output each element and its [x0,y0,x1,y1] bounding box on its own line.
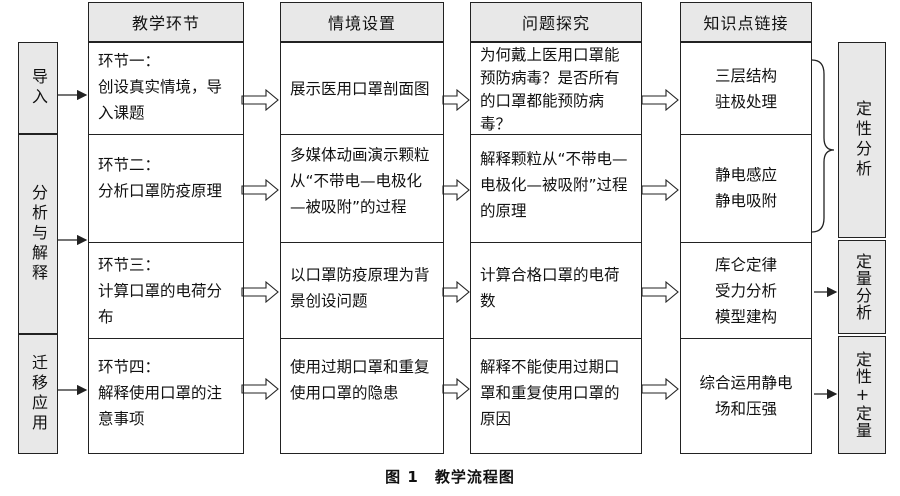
hollow-arrow-r3-c [641,280,679,304]
divider [680,134,812,135]
link-2: 环节二： 分析口罩防疫原理 [98,156,223,200]
knowledge-4: 综合运用静电场和压强 [699,374,793,418]
header-scenario: 情境设置 [280,2,444,42]
knowledge-1: 三层结构 驻极处理 [714,67,777,111]
divider [280,134,444,135]
column-question [470,42,642,454]
stage-analysis: 分析与解释 [18,134,58,334]
analysis-qualitative-label: 定性分析 [853,100,872,180]
curly-brace [811,59,835,233]
knowledge-2: 静电感应 静电吸附 [714,166,777,210]
scene-2: 多媒体动画演示颗粒从“不带电—电极化—被吸附”的过程 [290,146,430,216]
analysis-combined-label: 定性+定量 [853,351,872,439]
knowledge-3: 库仑定律 受力分析 模型建构 [714,256,777,326]
hollow-arrow-r4-a [241,377,279,401]
divider [280,338,444,339]
hollow-arrow-r4-c [641,377,679,401]
analysis-quantitative-label: 定量分析 [853,253,872,321]
scene-3: 以口罩防疫原理为背景创设问题 [290,266,430,310]
column-scenario [280,42,444,454]
header-teaching-link: 教学环节 [88,2,244,42]
divider [470,338,642,339]
hollow-arrow-r1-c [641,88,679,112]
divider [470,242,642,243]
hollow-arrow-r3-b [442,280,470,304]
scene-1: 展示医用口罩剖面图 [290,80,430,98]
divider [280,242,444,243]
question-4: 解释不能使用过期口罩和重复使用口罩的原因 [480,358,620,428]
question-2: 解释颗粒从“不带电—电极化—被吸附”过程的原理 [480,150,628,220]
hollow-arrow-r3-a [241,280,279,304]
scene-4: 使用过期口罩和重复使用口罩的隐患 [290,358,430,402]
question-1: 为何戴上医用口罩能预防病毒？是否所有的口罩都能预防病毒？ [480,46,620,133]
hollow-arrow-r2-c [641,178,679,202]
divider [470,134,642,135]
link-4: 环节四： 解释使用口罩的注意事项 [98,358,223,428]
stage-transfer-label: 迁移应用 [29,354,48,434]
question-3: 计算合格口罩的电荷数 [480,266,620,310]
figure-caption: 图 1 教学流程图 [385,468,515,486]
stage-intro: 导入 [18,42,58,134]
hollow-arrow-r2-a [241,178,279,202]
link-1: 环节一： 创设真实情境，导入课题 [98,52,223,122]
stage-analysis-label: 分析与解释 [29,184,48,284]
header-knowledge: 知识点链接 [680,2,812,42]
hollow-arrow-r2-b [442,178,470,202]
divider [680,338,812,339]
hollow-arrow-r1-a [241,88,279,112]
column-teaching-link [88,42,244,454]
stage-transfer: 迁移应用 [18,334,58,454]
column-knowledge [680,42,812,454]
hollow-arrow-r1-b [442,88,470,112]
divider [88,134,244,135]
hollow-arrow-r4-b [442,377,470,401]
analysis-qualitative: 定性分析 [838,42,886,238]
analysis-combined: 定性+定量 [838,336,886,454]
analysis-quantitative: 定量分析 [838,240,886,334]
link-3: 环节三： 计算口罩的电荷分布 [98,256,223,326]
divider [88,242,244,243]
header-question: 问题探究 [470,2,642,42]
divider [680,242,812,243]
divider [88,338,244,339]
stage-intro-label: 导入 [29,68,48,108]
